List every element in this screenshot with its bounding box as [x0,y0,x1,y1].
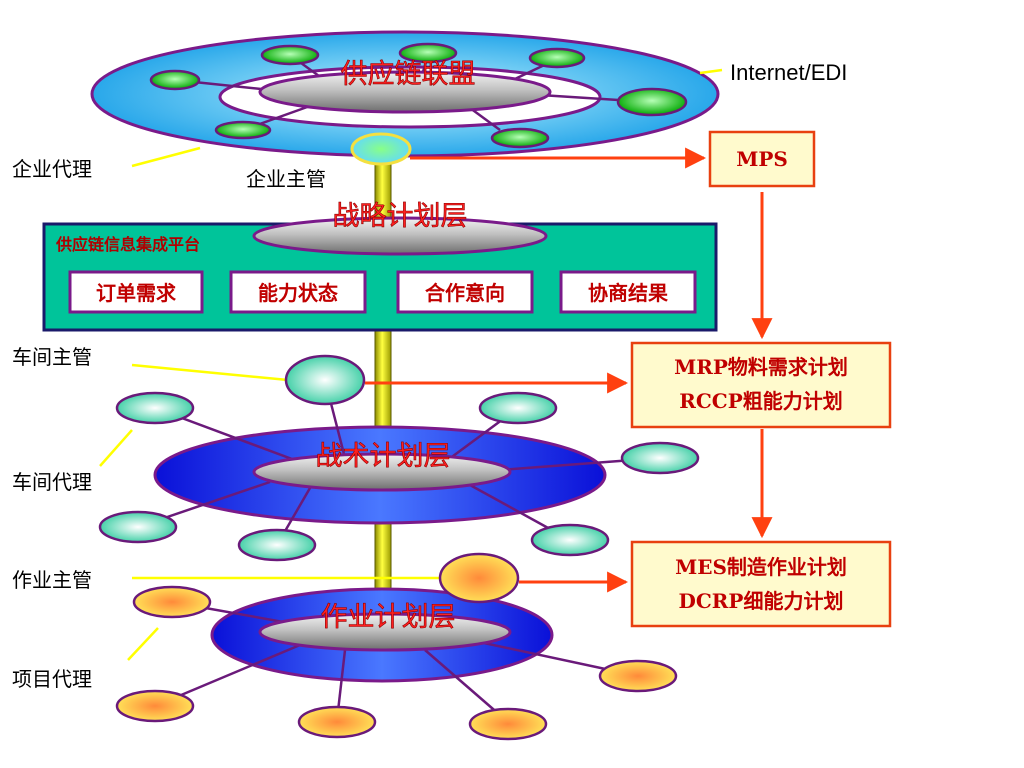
platform-tag-negotiation: 协商结果 [559,270,697,314]
mps-label: MPS [736,147,788,171]
platform-tag-cooperation: 合作意向 [396,270,534,314]
operation-manager-label: 作业主管 [12,568,92,592]
operation-node [468,707,548,741]
workshop-manager-label: 车间主管 [12,345,92,369]
platform-title: 供应链信息集成平台 [55,235,200,254]
workshop-agent-label: 车间代理 [12,470,92,494]
platform-tag-capacity: 能力状态 [229,270,367,314]
mrp-box: MRP物料需求计划 RCCP粗能力计划 [630,341,892,429]
internet-edi-label: Internet/EDI [730,60,847,85]
mrp-line1: MRP物料需求计划 [674,355,848,379]
mrp-line2: RCCP粗能力计划 [679,389,843,413]
tactical-layer-ring: 战术计划层 [98,354,700,562]
operation-node [115,689,195,723]
svg-text:能力状态: 能力状态 [258,281,338,305]
workshop-manager-node [284,354,366,406]
operation-manager-node [438,552,520,604]
enterprise-agent-label: 企业代理 [12,157,92,181]
strategic-layer-hub [252,216,548,256]
mes-line1: MES制造作业计划 [675,555,847,579]
enterprise-manager-node [350,132,412,166]
svg-text:合作意向: 合作意向 [425,281,505,305]
alliance-node [149,69,201,91]
operation-node [297,705,377,739]
alliance-node [214,120,272,140]
operation-layer-title: 作业计划层 [321,602,456,633]
mes-box: MES制造作业计划 DCRP细能力计划 [630,540,892,628]
operation-node [598,659,678,693]
svg-text:协商结果: 协商结果 [588,281,668,305]
alliance-node [616,87,688,117]
svg-text:订单需求: 订单需求 [96,281,177,305]
mps-box: MPS [708,130,816,188]
alliance-node [260,44,320,66]
tactical-node [478,391,558,425]
operation-layer-ring: 作业计划层 [115,585,678,741]
operation-node [132,585,212,619]
tactical-node [530,523,610,557]
alliance-node [490,127,550,149]
project-agent-label: 项目代理 [12,667,92,691]
alliance-node [528,47,586,69]
alliance-node [398,42,458,64]
enterprise-manager-label: 企业主管 [246,167,326,191]
tactical-layer-title: 战术计划层 [316,441,451,472]
platform-tag-order: 订单需求 [68,270,204,314]
tactical-node [237,528,317,562]
alliance-title: 供应链联盟 [341,59,476,90]
tactical-node [115,391,195,425]
tactical-node [620,441,700,475]
strategic-layer-title: 战略计划层 [333,201,468,232]
mes-line2: DCRP细能力计划 [679,589,844,613]
alliance-ring: 供应链联盟 [90,30,720,158]
tactical-node [98,510,178,544]
